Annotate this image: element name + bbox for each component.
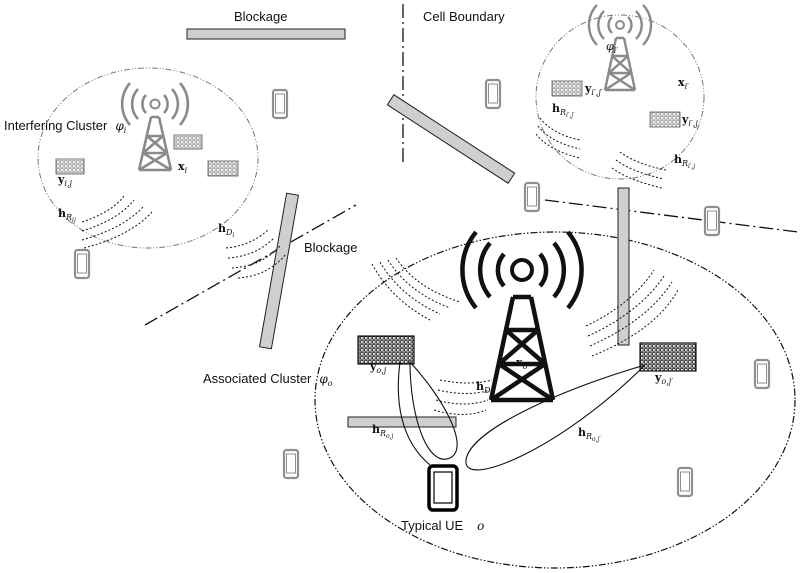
associated-cluster-label: Associated Cluster φo [203, 370, 333, 388]
interfering-cluster-boundary-prime [535, 14, 705, 180]
cell-boundary-label: Cell Boundary [423, 9, 505, 24]
symbol-h-r-ojp: hRo,j′ [578, 426, 601, 443]
phone-icon [676, 466, 694, 498]
irs-panel-icon [207, 160, 239, 177]
interfering-cluster-label: Interfering Cluster φi [4, 117, 127, 135]
beam-arcs-h-d-o [433, 379, 493, 415]
irs-panel-icon [649, 111, 681, 128]
cell-tower-icon [587, 4, 653, 92]
typical-ue-label: Typical UE o [401, 517, 484, 534]
symbol-h-r-oj: hRo,j [372, 423, 394, 440]
symbol-x-o: xo [516, 356, 528, 371]
symbol-x-i-prime: xi′ [678, 76, 689, 91]
beam-arcs-h-d-i [225, 229, 287, 279]
blockage-label-middle: Blockage [304, 240, 357, 255]
phone-icon [282, 448, 300, 480]
symbol-phi-i-prime: φi′ [606, 40, 618, 55]
symbol-h-r-ij: hRij [58, 207, 76, 224]
beam-arcs-h-r-ij [81, 195, 153, 249]
phone-icon [73, 248, 91, 280]
symbol-h-d-o: hDo [476, 380, 494, 397]
irs-panel-icon [639, 342, 697, 372]
phone-icon [523, 181, 541, 213]
beam-lobe-h-r-oj [397, 360, 458, 466]
blockage-diagonal [386, 94, 516, 184]
irs-panel-icon [357, 335, 415, 365]
cell-boundary-right [544, 199, 799, 233]
symbol-y-o-jp: yo,j′ [654, 371, 673, 386]
phone-icon [271, 88, 289, 120]
blockage-label-top: Blockage [234, 9, 287, 24]
cell-tower-icon [120, 82, 190, 172]
symbol-h-r-ipj: hRi′,j [674, 153, 695, 170]
beam-lobe-h-r-ojp [465, 364, 646, 471]
beam-arcs-h-r-ipj [611, 151, 667, 189]
blockage-top [186, 28, 346, 40]
beam-arcs-right-of-tower [585, 269, 679, 357]
phone-icon [484, 78, 502, 110]
symbol-h-r-ipjp: hRi′,j′ [552, 102, 575, 119]
phone-icon [703, 205, 721, 237]
cell-boundary-left [144, 204, 357, 326]
irs-panel-icon [55, 158, 85, 175]
beam-arcs-h-r-ipjp [535, 117, 581, 159]
irs-panel-icon [551, 80, 583, 97]
phone-icon [753, 358, 771, 390]
symbol-y-ip-jp: yi′,j′ [584, 82, 603, 97]
symbol-y-o-j: yo,j [369, 360, 387, 375]
blockage-middle [258, 192, 300, 350]
irs-panel-icon [173, 134, 203, 150]
cell-tower-icon [460, 230, 584, 403]
symbol-y-ip-j: yi′,j [681, 113, 698, 128]
beam-arcs-left-of-tower [371, 257, 461, 321]
symbol-y-i-j: yi,j [57, 173, 73, 188]
blockage-right [617, 187, 630, 346]
symbol-h-d-i: hDi [218, 222, 234, 239]
blockage-bottom [347, 416, 457, 428]
interfering-cluster-boundary [37, 67, 259, 249]
typical-ue-phone-icon [427, 464, 459, 512]
symbol-x-i: xi [178, 160, 188, 175]
associated-cluster-boundary [314, 231, 796, 569]
